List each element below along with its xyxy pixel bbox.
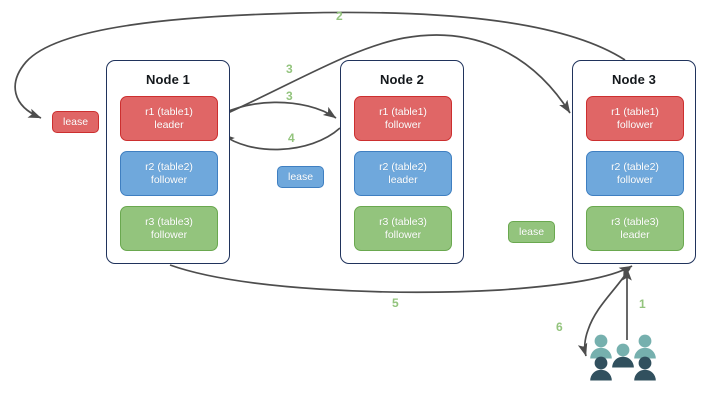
replica-role: leader xyxy=(154,118,184,131)
replica-role: follower xyxy=(384,228,422,241)
step-label-3b: 3 xyxy=(286,89,293,103)
replica-role: follower xyxy=(384,118,422,131)
replica-node2-r1[interactable]: r1 (table1) follower xyxy=(354,96,452,141)
node-card-node-3[interactable]: Node 3 r1 (table1) follower r2 (table2) … xyxy=(572,60,696,264)
lease-badge-green[interactable]: lease xyxy=(508,221,556,243)
replica-node3-r2[interactable]: r2 (table2) follower xyxy=(586,151,684,196)
replica-node1-r3[interactable]: r3 (table3) follower xyxy=(120,206,218,251)
replica-name: r3 (table3) xyxy=(145,215,193,228)
replica-node2-r3[interactable]: r3 (table3) follower xyxy=(354,206,452,251)
lease-badge-blue[interactable]: lease xyxy=(277,166,325,188)
replica-node3-r3[interactable]: r3 (table3) leader xyxy=(586,206,684,251)
step-label-5: 5 xyxy=(392,296,399,310)
step-label-3a: 3 xyxy=(286,62,293,76)
replica-role: follower xyxy=(616,173,654,186)
replica-role: leader xyxy=(388,173,418,186)
step-label-1: 1 xyxy=(639,297,646,311)
edge-step-5 xyxy=(169,264,633,293)
node-title: Node 1 xyxy=(146,72,190,87)
replica-name: r2 (table2) xyxy=(145,160,193,173)
node-card-node-2[interactable]: Node 2 r1 (table1) follower r2 (table2) … xyxy=(340,60,464,264)
node-card-node-1[interactable]: Node 1 r1 (table1) leader r2 (table2) fo… xyxy=(106,60,230,264)
replica-name: r1 (table1) xyxy=(145,105,193,118)
edge-step-4 xyxy=(221,127,341,151)
replica-role: follower xyxy=(150,173,188,186)
replica-name: r2 (table2) xyxy=(611,160,659,173)
people-group-icon xyxy=(590,334,656,381)
replica-name: r1 (table1) xyxy=(611,105,659,118)
step-label-2: 2 xyxy=(336,9,343,23)
replica-name: r2 (table2) xyxy=(379,160,427,173)
lease-badge-red[interactable]: lease xyxy=(52,111,100,133)
replica-node3-r1[interactable]: r1 (table1) follower xyxy=(586,96,684,141)
replica-role: leader xyxy=(620,228,650,241)
replica-role: follower xyxy=(616,118,654,131)
replica-node1-r2[interactable]: r2 (table2) follower xyxy=(120,151,218,196)
replica-node2-r2[interactable]: r2 (table2) leader xyxy=(354,151,452,196)
replica-node1-r1[interactable]: r1 (table1) leader xyxy=(120,96,218,141)
replica-name: r3 (table3) xyxy=(611,215,659,228)
replica-role: follower xyxy=(150,228,188,241)
replica-name: r3 (table3) xyxy=(379,215,427,228)
node-title: Node 2 xyxy=(380,72,424,87)
step-label-4: 4 xyxy=(288,131,295,145)
replica-name: r1 (table1) xyxy=(379,105,427,118)
node-title: Node 3 xyxy=(612,72,656,87)
step-label-6: 6 xyxy=(556,320,563,334)
